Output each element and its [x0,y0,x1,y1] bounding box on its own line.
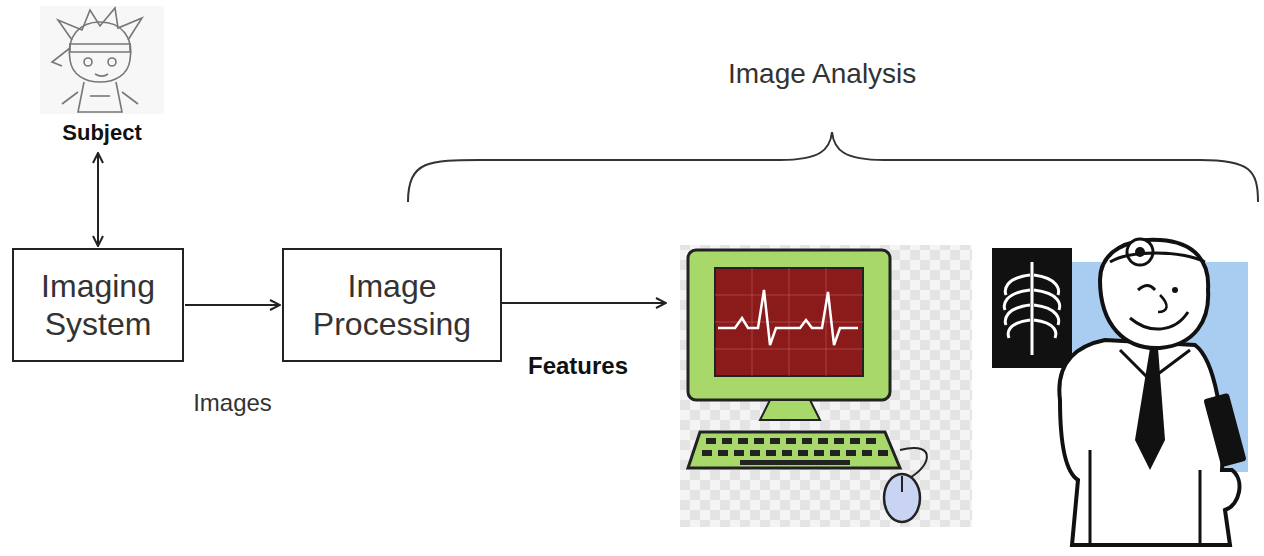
computer-icon [680,245,972,527]
subject-icon [40,6,164,114]
process-box: Image Processing [282,248,502,362]
doctor-figure [992,239,1248,545]
group-title: Image Analysis [728,58,916,90]
subject-node: Subject [40,6,164,151]
process-box: Imaging System [12,248,184,362]
brace [408,132,1258,202]
connector-arrow [185,304,280,306]
arrow-line [499,302,666,304]
connector-arrow [97,153,99,246]
subject-label: Subject [40,120,164,146]
edge-label: Images [193,389,272,417]
arrow-label: Features [528,352,628,380]
box-label: Imaging System [14,267,182,343]
box-label: Image Processing [284,267,500,343]
